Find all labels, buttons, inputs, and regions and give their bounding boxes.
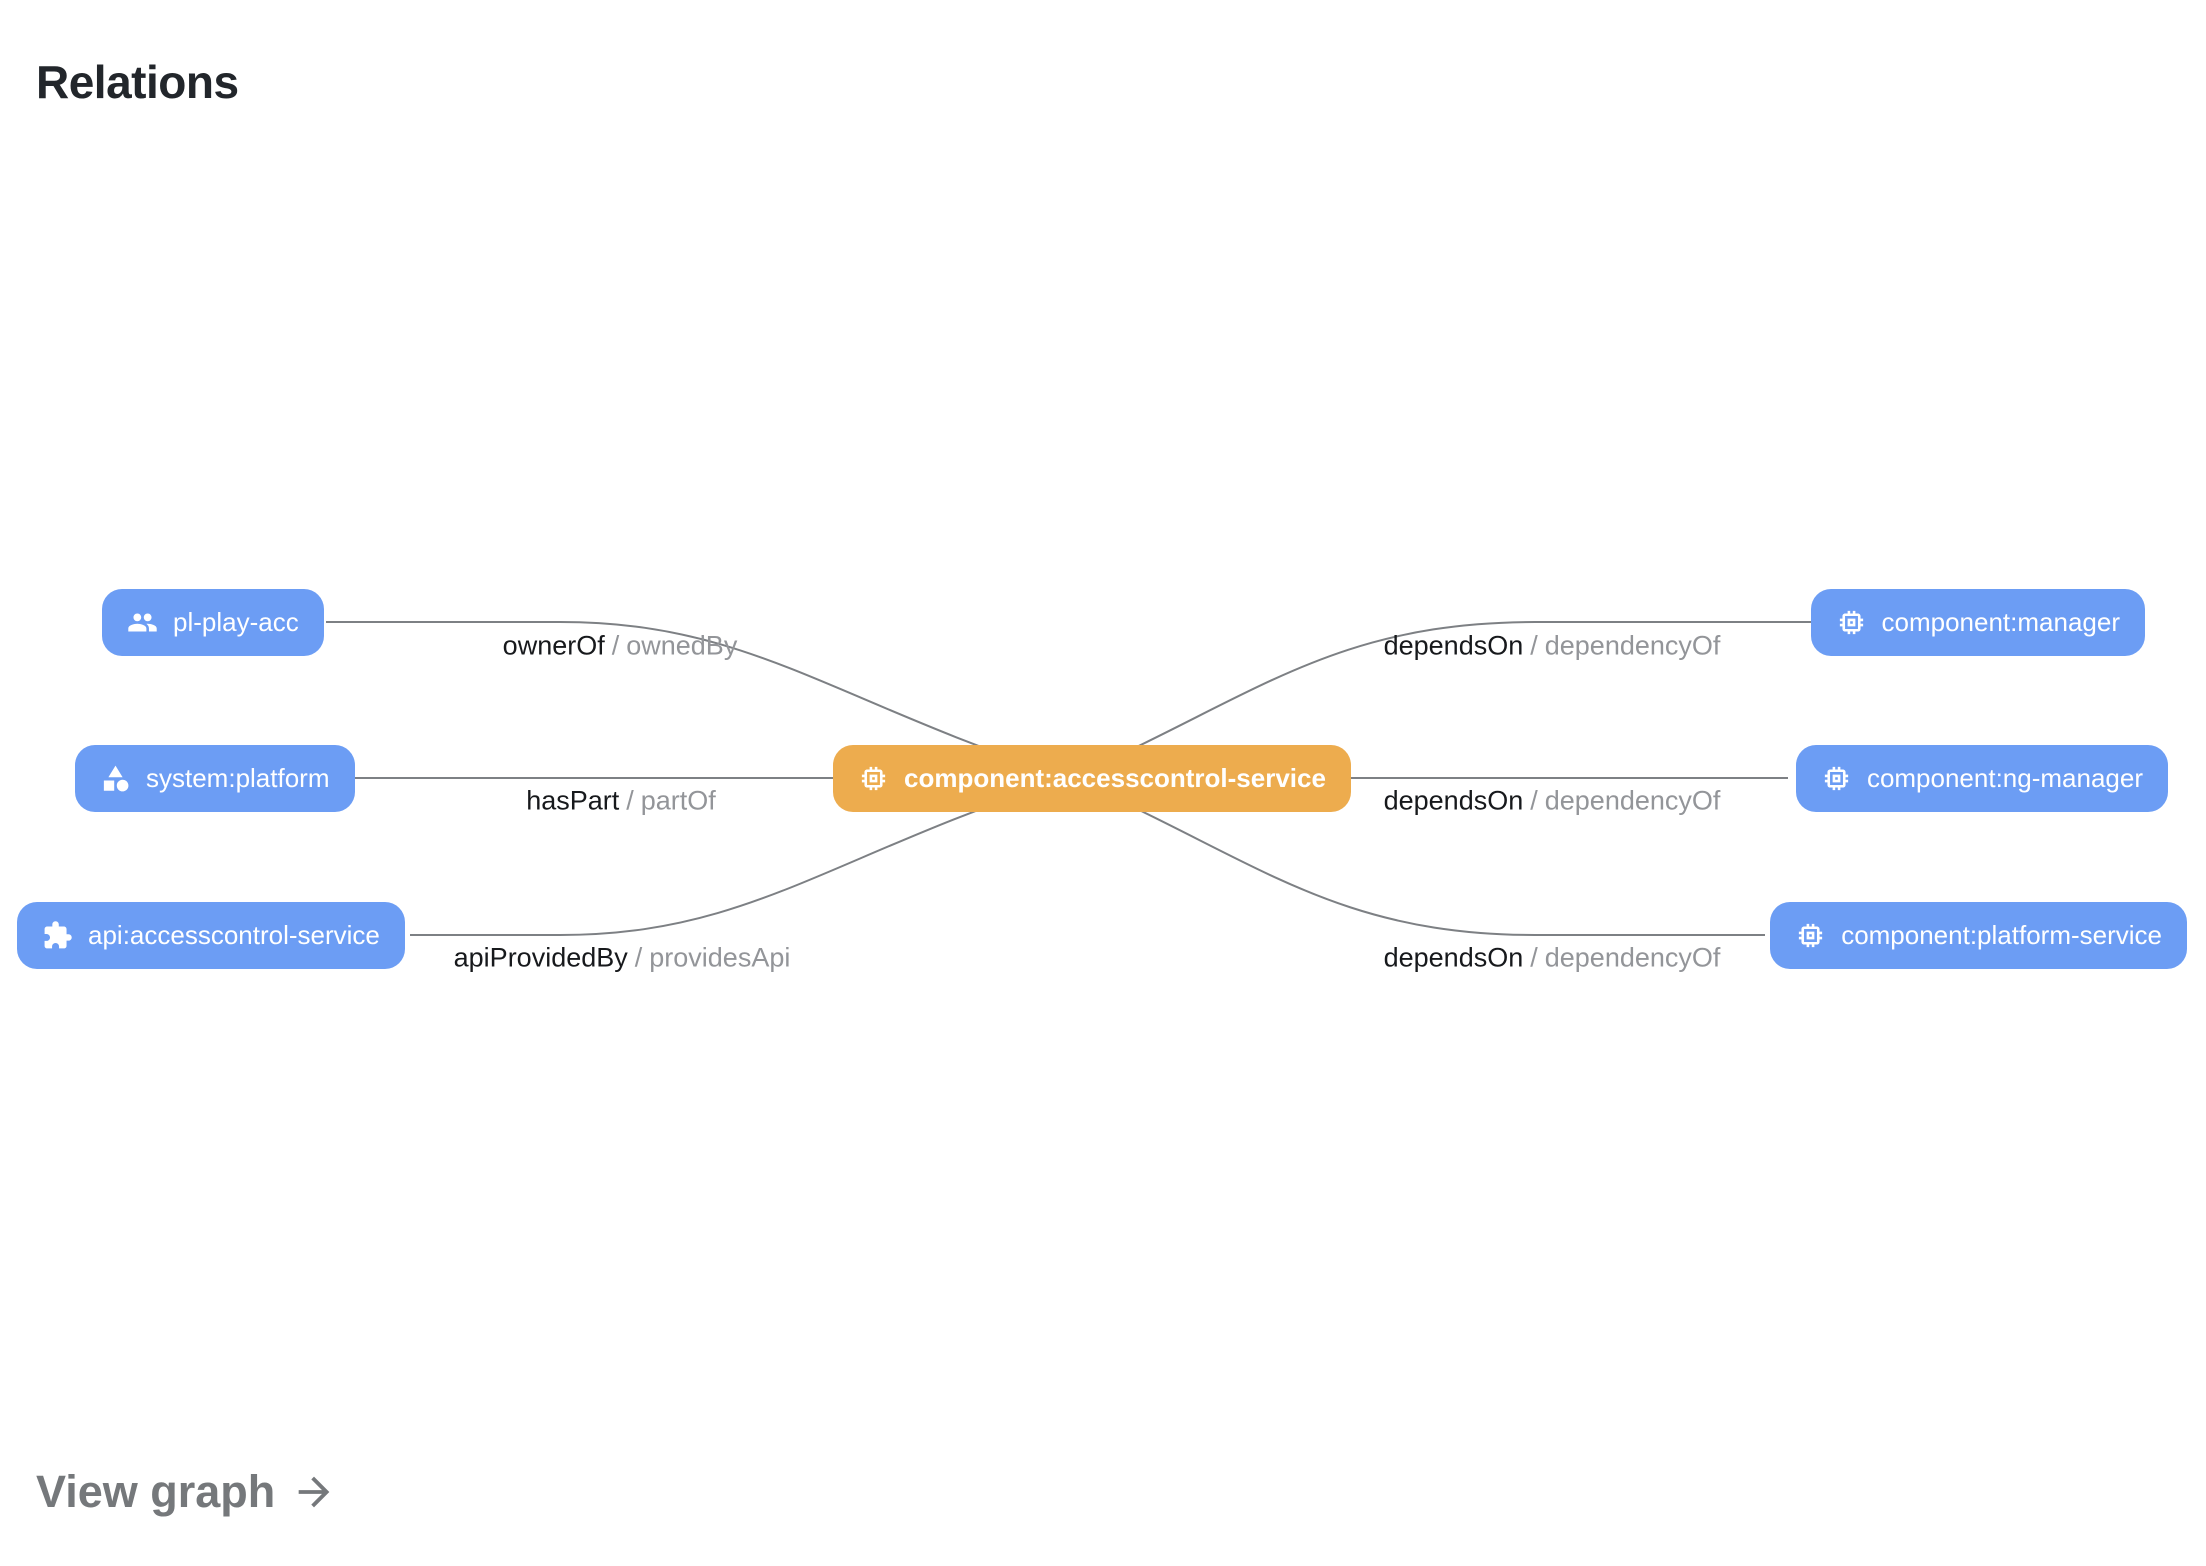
relation-separator: / bbox=[634, 942, 643, 973]
entity-node-label: system:platform bbox=[146, 763, 330, 793]
entity-node-pl-play-acc[interactable]: pl-play-acc bbox=[102, 589, 324, 656]
entity-node-label: component:accesscontrol-service bbox=[904, 763, 1326, 793]
entity-node-label: component:manager bbox=[1881, 607, 2120, 637]
edge-label-apiprovidedby: apiProvidedBy/providesApi bbox=[454, 943, 791, 974]
category-icon bbox=[103, 765, 129, 792]
memory-chip-icon bbox=[1799, 923, 1823, 948]
edge-label-ownerof: ownerOf/ownedBy bbox=[503, 631, 738, 662]
inverse-relation-text: partOf bbox=[640, 785, 716, 816]
inverse-relation-text: dependencyOf bbox=[1544, 942, 1721, 973]
memory-chip-icon bbox=[1839, 610, 1863, 635]
relation-separator: / bbox=[611, 630, 620, 661]
edge-label-haspart: hasPart/partOf bbox=[526, 786, 716, 817]
inverse-relation-text: ownedBy bbox=[626, 630, 738, 661]
relation-text: dependsOn bbox=[1383, 942, 1524, 973]
memory-chip-icon bbox=[861, 766, 886, 791]
view-graph-label: View graph bbox=[36, 1466, 276, 1517]
inverse-relation-text: dependencyOf bbox=[1544, 630, 1721, 661]
entity-node-api-accesscontrol-service[interactable]: api:accesscontrol-service bbox=[17, 902, 405, 969]
memory-chip-icon bbox=[1824, 766, 1849, 791]
edge-label-dependson-ng-manager: dependsOn/dependencyOf bbox=[1384, 786, 1721, 817]
relation-text: ownerOf bbox=[502, 630, 605, 661]
entity-node-component-ng-manager[interactable]: component:ng-manager bbox=[1795, 745, 2168, 812]
edge-line-dependson-manager bbox=[1068, 621, 1812, 779]
group-icon bbox=[128, 613, 157, 632]
relation-separator: / bbox=[1530, 942, 1538, 973]
arrow-right-icon bbox=[298, 1476, 330, 1508]
relation-text: hasPart bbox=[526, 785, 620, 816]
entity-node-component-platform-service[interactable]: component:platform-service bbox=[1770, 902, 2187, 969]
relation-text: apiProvidedBy bbox=[453, 942, 628, 973]
entity-node-label: api:accesscontrol-service bbox=[88, 920, 380, 950]
relation-separator: / bbox=[626, 785, 634, 816]
inverse-relation-text: dependencyOf bbox=[1544, 785, 1721, 816]
page-title: Relations bbox=[36, 55, 239, 108]
edge-label-dependson-platform-service: dependsOn/dependencyOf bbox=[1384, 943, 1721, 974]
edge-line-ownerof bbox=[326, 621, 1070, 779]
entity-node-component-manager[interactable]: component:manager bbox=[1810, 589, 2145, 656]
edge-label-dependson-manager: dependsOn/dependencyOf bbox=[1384, 631, 1721, 662]
inverse-relation-text: providesApi bbox=[649, 942, 791, 973]
view-graph-link[interactable]: View graph bbox=[36, 1466, 337, 1518]
relation-separator: / bbox=[1530, 630, 1538, 661]
relation-text: dependsOn bbox=[1383, 785, 1524, 816]
entity-node-component-accesscontrol-service[interactable]: component:accesscontrol-service bbox=[833, 745, 1351, 812]
extension-puzzle-icon bbox=[44, 921, 72, 949]
entity-node-label: pl-play-acc bbox=[173, 607, 299, 637]
entity-node-label: component:platform-service bbox=[1841, 920, 2162, 950]
entity-node-label: component:ng-manager bbox=[1866, 763, 2143, 793]
entity-node-system-platform[interactable]: system:platform bbox=[75, 745, 355, 812]
relation-separator: / bbox=[1530, 785, 1538, 816]
relation-text: dependsOn bbox=[1383, 630, 1524, 661]
